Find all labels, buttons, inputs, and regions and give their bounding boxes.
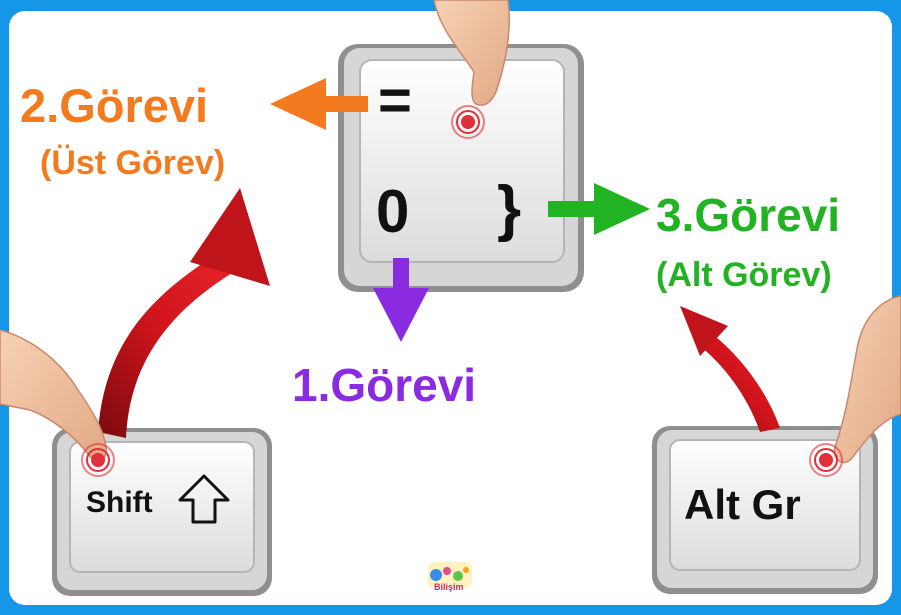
red-curved-arrow-left: [98, 188, 270, 438]
orange-arrow: [270, 78, 368, 130]
tap-ripple-icon: [451, 105, 485, 139]
task2-sublabel: (Üst Görev): [40, 144, 226, 182]
main-key: [338, 44, 584, 292]
altgr-key-label: Alt Gr: [684, 481, 801, 528]
key-legend-zero: 0: [376, 178, 410, 245]
task3-label: 3.Görevi: [656, 189, 841, 241]
shift-key-label: Shift: [86, 486, 153, 519]
red-curved-arrow-right: [680, 306, 780, 432]
brand-logo-text: Bilişim: [434, 582, 464, 592]
pointing-hand-icon: [433, 0, 511, 106]
task3-sublabel: (Alt Görev): [656, 256, 832, 294]
pointing-hand-icon: [0, 329, 107, 461]
shift-arrow-icon: [178, 474, 230, 524]
purple-arrow: [373, 258, 429, 342]
tap-ripple-icon: [809, 443, 843, 477]
shift-key: [52, 428, 272, 596]
pointing-hand-icon: [833, 295, 901, 464]
key-legend-brace: }: [497, 174, 522, 243]
brand-logo-icon: [428, 562, 472, 588]
key-legend-equals: =: [378, 68, 412, 133]
task2-label: 2.Görevi: [20, 79, 209, 132]
tap-ripple-icon: [81, 443, 115, 477]
task1-label: 1.Görevi: [292, 359, 477, 411]
green-arrow: [548, 183, 650, 235]
